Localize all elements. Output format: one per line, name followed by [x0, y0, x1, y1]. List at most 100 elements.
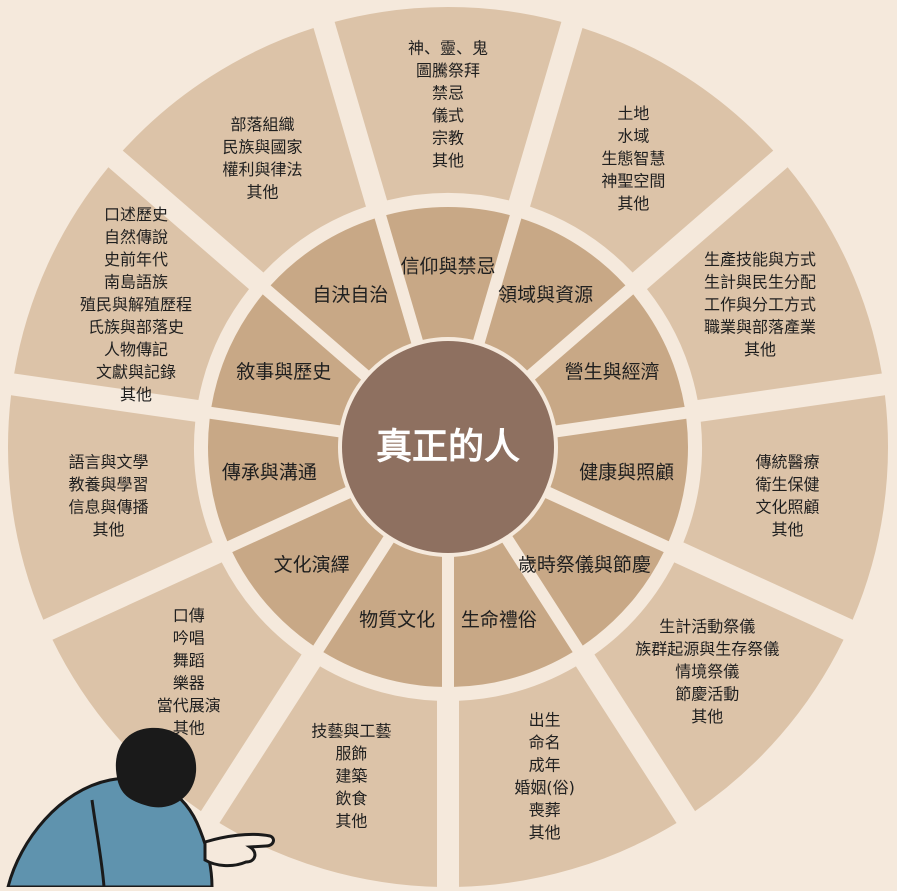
outer-sector-item: 信息與傳播: [68, 498, 148, 517]
outer-sector-item: 成年: [529, 755, 561, 774]
outer-sector-item: 其他: [691, 707, 723, 726]
person-hair: [115, 727, 197, 808]
outer-sector-list: 技藝與工藝服飾建築飲食其他: [311, 722, 391, 831]
outer-sector-list: 神、靈、鬼圖騰祭拜禁忌儀式宗教其他: [408, 38, 488, 170]
outer-sector-item: 民族與國家: [223, 138, 303, 157]
outer-sector-item: 自然傳說: [104, 228, 168, 247]
inner-sector: [512, 498, 664, 646]
outer-sector-item: 口述歷史: [104, 205, 168, 224]
inner-sector: [386, 207, 510, 340]
inner-sector: [550, 418, 689, 542]
inner-sector-label: 領域與資源: [498, 284, 593, 306]
outer-sector: [52, 562, 302, 812]
outer-sector-item: 文獻與記錄: [96, 363, 176, 382]
outer-sector-item: 神聖空間: [601, 171, 665, 190]
outer-sector-item: 出生: [529, 710, 561, 729]
outer-sector-item: 其他: [173, 718, 205, 737]
outer-sector: [8, 395, 213, 620]
outer-sector: [14, 167, 250, 401]
outer-sector-item: 土地: [617, 104, 649, 123]
outer-sector-item: 衛生保健: [756, 475, 820, 494]
inner-sector: [208, 418, 346, 542]
outer-sector-item: 其他: [744, 340, 776, 359]
outer-sector-item: 權利與律法: [223, 160, 303, 179]
outer-sector-item: 吟唱: [173, 628, 205, 647]
outer-sector-item: 人物傳記: [104, 340, 168, 359]
outer-sector-item: 其他: [92, 520, 124, 539]
outer-sector: [646, 167, 882, 401]
outer-sector: [219, 666, 438, 887]
outer-sector-item: 其他: [617, 194, 649, 213]
inner-sector: [534, 294, 685, 426]
inner-sector-label: 健康與照顧: [579, 462, 674, 484]
outer-sector: [458, 666, 677, 887]
outer-sector-item: 族群起源與生存祭儀: [635, 640, 779, 659]
outer-sector-list: 傳統醫療衛生保健文化照顧其他: [756, 453, 820, 539]
outer-sector-item: 儀式: [432, 106, 464, 125]
outer-sector: [334, 6, 562, 201]
outer-sector-item: 圖騰祭拜: [416, 61, 480, 80]
outer-sector-list: 出生命名成年婚姻(俗) 喪葬其他: [514, 710, 575, 842]
outer-sector-item: 文化照顧: [756, 498, 820, 517]
outer-sector-item: 命名: [529, 733, 561, 752]
outer-sector-item: 其他: [529, 823, 561, 842]
outer-sector-item: 教養與學習: [68, 475, 148, 494]
outer-sector-item: 建築: [335, 767, 367, 786]
outer-sector-item: 婚姻(俗): [514, 778, 575, 797]
outer-sector-item: 服飾: [335, 744, 367, 763]
outer-sector-item: 禁忌: [432, 83, 464, 102]
person-illustration: [6, 727, 275, 889]
outer-ring: 神、靈、鬼圖騰祭拜禁忌儀式宗教其他土地水域生態智慧神聖空間其他生產技能與方式生計…: [8, 6, 888, 887]
inner-sector-label: 營生與經濟: [565, 361, 660, 383]
outer-sector-item: 其他: [432, 151, 464, 170]
outer-sector-item: 情境祭儀: [675, 662, 739, 681]
outer-sector-item: 生態智慧: [601, 149, 665, 168]
inner-sector: [232, 498, 384, 646]
outer-sector-item: 當代展演: [157, 696, 221, 715]
outer-sector-list: 部落組織民族與國家權利與律法其他: [223, 115, 303, 202]
inner-sector: [323, 542, 443, 687]
outer-sector-item: 氏族與部落史: [88, 318, 184, 337]
outer-sector-item: 職業與部落產業: [704, 318, 816, 337]
inner-sector-label: 生命禮俗: [461, 609, 537, 631]
outer-sector: [683, 395, 888, 620]
inner-sector-label: 敘事與歷史: [236, 361, 331, 383]
inner-sector-label: 物質文化: [359, 609, 435, 631]
outer-sector-item: 生計活動祭儀: [659, 617, 755, 636]
outer-sector: [594, 562, 844, 812]
inner-sector: [270, 218, 412, 371]
inner-sector-label: 自決自治: [312, 284, 388, 306]
inner-sector-label: 信仰與禁忌: [400, 256, 495, 278]
outer-sector-item: 部落組織: [231, 115, 295, 134]
inner-ring: 信仰與禁忌領域與資源營生與經濟健康與照顧歲時祭儀與節慶生命禮俗物質文化文化演繹傳…: [208, 207, 689, 687]
inner-sector: [453, 542, 573, 687]
outer-sector-item: 水域: [617, 126, 649, 145]
outer-sector-item: 生產技能與方式: [704, 250, 816, 269]
outer-sector-item: 節慶活動: [675, 685, 739, 704]
inner-sector-label: 傳承與溝通: [222, 462, 317, 484]
outer-sector-item: 語言與文學: [68, 453, 148, 472]
outer-sector-item: 其他: [335, 812, 367, 831]
outer-sector-list: 生產技能與方式生計與民生分配工作與分工方式職業與部落產業其他: [704, 250, 816, 359]
center-circle: [342, 341, 554, 553]
outer-sector-item: 其他: [247, 183, 279, 202]
outer-sector-item: 舞蹈: [173, 651, 205, 670]
center-label: 真正的人: [376, 427, 520, 468]
outer-sector-list: 土地水域生態智慧神聖空間其他: [601, 104, 665, 213]
outer-sector-item: 傳統醫療: [756, 453, 820, 472]
outer-sector-item: 其他: [120, 385, 152, 404]
inner-sector-label: 文化演繹: [274, 554, 350, 576]
inner-sector: [211, 294, 362, 426]
outer-sector-item: 口傳: [173, 606, 205, 625]
outer-sector-item: 神、靈、鬼: [408, 38, 488, 57]
outer-sector: [122, 28, 366, 273]
outer-sector-item: 工作與分工方式: [704, 295, 816, 314]
outer-sector-list: 語言與文學教養與學習信息與傳播其他: [68, 453, 148, 539]
inner-sector: [484, 218, 626, 371]
outer-sector-item: 其他: [772, 520, 804, 539]
person-hand: [203, 832, 275, 868]
outer-sector-item: 南島語族: [104, 273, 168, 292]
outer-sector-list: 生計活動祭儀族群起源與生存祭儀情境祭儀節慶活動其他: [635, 617, 779, 726]
outer-sector-item: 喪葬: [529, 800, 561, 819]
